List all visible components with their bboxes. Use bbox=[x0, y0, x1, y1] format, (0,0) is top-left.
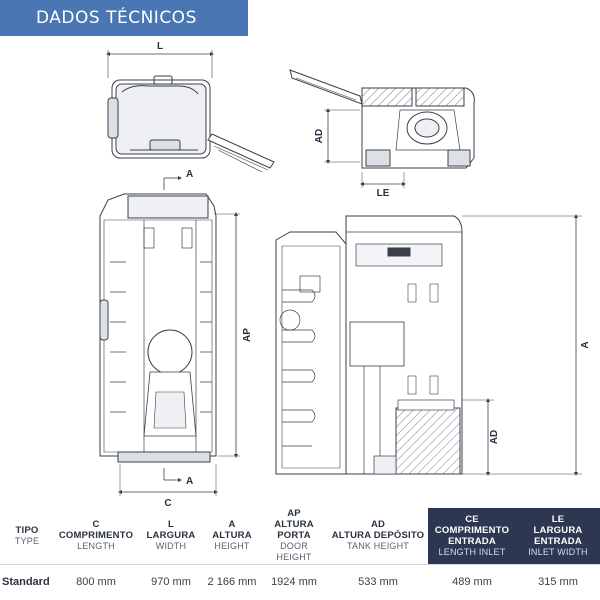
dim-label-AD: AD bbox=[489, 430, 500, 444]
header-length: C COMPRIMENTO LENGTH bbox=[54, 508, 138, 565]
header-tank-height: AD ALTURA DEPÓSITO TANK HEIGHT bbox=[328, 508, 428, 565]
technical-drawings: L AD LE A A C AP AD A bbox=[99, 41, 591, 508]
header-door-height: AP ALTURA PORTA DOOR HEIGHT bbox=[260, 508, 328, 565]
cell-tank-height: 533 mm bbox=[358, 576, 398, 589]
header-height: A ALTURA HEIGHT bbox=[204, 508, 260, 565]
dim-label-AD-top: AD bbox=[314, 129, 325, 143]
header-inlet-width: LE LARGURA ENTRADA INLET WIDTH bbox=[516, 508, 600, 565]
header-length-inlet: CE COMPRIMENTO ENTRADA LENGTH INLET bbox=[428, 508, 516, 565]
section-mark-A-top: A bbox=[186, 169, 193, 180]
dim-label-A: A bbox=[580, 341, 591, 348]
cell-type: Standard bbox=[2, 576, 50, 589]
section-view-drawing bbox=[275, 214, 582, 476]
cell-length: 800 mm bbox=[76, 576, 116, 589]
dim-label-L: L bbox=[157, 41, 163, 52]
cell-height: 2 166 mm bbox=[207, 576, 257, 589]
dim-label-C: C bbox=[164, 498, 171, 508]
front-view-drawing bbox=[99, 176, 240, 496]
table-row: Standard 800 mm 970 mm 2 166 mm 1924 mm … bbox=[0, 564, 600, 600]
dim-label-AP: AP bbox=[242, 328, 253, 342]
dim-label-LE: LE bbox=[377, 188, 390, 199]
table-header-row: TIPO TYPE C COMPRIMENTO LENGTH L LARGURA… bbox=[0, 508, 600, 565]
header-type: TIPO TYPE bbox=[0, 508, 54, 565]
top-view-drawing bbox=[106, 50, 275, 173]
section-title: DADOS TÉCNICOS bbox=[36, 8, 197, 28]
section-mark-A-bottom: A bbox=[186, 476, 193, 487]
front-open-view-drawing bbox=[289, 69, 475, 188]
cell-door-height: 1924 mm bbox=[271, 576, 317, 589]
cell-width: 970 mm bbox=[151, 576, 191, 589]
specifications-table: TIPO TYPE C COMPRIMENTO LENGTH L LARGURA… bbox=[0, 508, 600, 600]
cell-inlet-width: 315 mm bbox=[538, 576, 578, 589]
cell-length-inlet: 489 mm bbox=[452, 576, 492, 589]
header-width: L LARGURA WIDTH bbox=[138, 508, 204, 565]
section-title-banner: DADOS TÉCNICOS bbox=[0, 0, 248, 36]
